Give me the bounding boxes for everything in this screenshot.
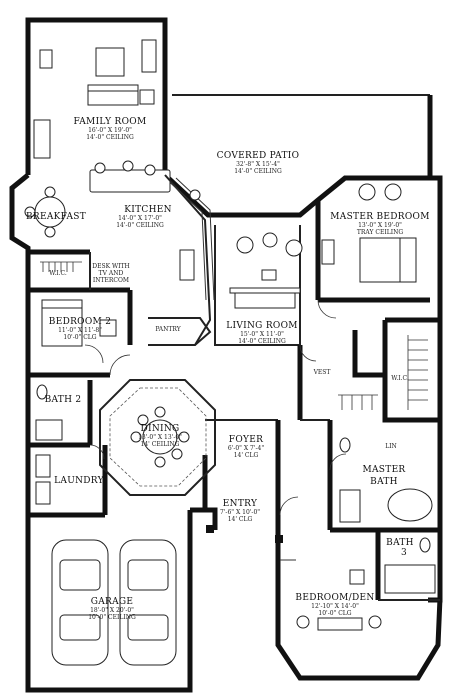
garage-cars [51, 539, 177, 666]
entry-dims: 7'-6" X 10'-0" [220, 509, 260, 516]
master-bedroom-ceiling: TRAY CEILING [357, 229, 403, 236]
bedroom-den-dims: 12'-10" X 14'-0" [311, 603, 359, 610]
room-labels: FAMILY ROOM 16'-0" X 19'-0" 14'-0" CEILI… [26, 117, 429, 621]
door-swings [84, 299, 347, 561]
dining-octagon [99, 379, 216, 496]
bath-fixtures [35, 384, 436, 594]
laundry-name: LAUNDRY [54, 476, 104, 486]
master-bedroom-name: MASTER BEDROOM [330, 212, 429, 222]
covered-patio-dims: 32'-8" X 15'-4" [236, 161, 280, 168]
breakfast-furniture [24, 186, 66, 238]
master-bath-name-2: BATH [370, 477, 398, 487]
master-bedroom-furniture [321, 183, 417, 283]
desk-label-3: INTERCOM [93, 277, 129, 284]
bedroom-den-furniture [296, 569, 382, 631]
wic-right-name: W.I.C. [391, 375, 409, 382]
kitchen-name: KITCHEN [124, 205, 172, 215]
garage-ceiling: 10'-0" CEILING [88, 614, 136, 621]
interior-walls [28, 169, 440, 601]
foyer-dims: 6'-0" X 7'-4" [228, 445, 264, 452]
lin-name: LIN [385, 443, 397, 450]
master-bedroom-dims: 13'-0" X 19'-0" [358, 222, 402, 229]
exterior-walls [9, 17, 443, 693]
family-room-dims: 16'-0" X 19'-0" [88, 127, 132, 134]
bedroom2-ceiling: 10'-0" CLG [63, 334, 96, 341]
kitchen-dims: 14'-0" X 17'-0" [118, 215, 162, 222]
family-room-ceiling: 14'-0" CEILING [86, 134, 134, 141]
wic-left-name: W.I.C. [49, 270, 67, 277]
bath3-number: 3 [401, 548, 407, 558]
bath3-name: BATH [386, 538, 414, 548]
bedroom2-furniture [41, 299, 117, 347]
living-room-name: LIVING ROOM [226, 321, 298, 331]
bedroom2-dims: 11'-0" X 11'-8" [58, 327, 102, 334]
bedroom-den-name: BEDROOM/DEN [295, 593, 374, 603]
living-room-furniture [229, 232, 303, 309]
family-room-furniture [33, 39, 157, 176]
entry-ceiling: 14' CLG [228, 516, 253, 523]
entry-name: ENTRY [223, 499, 258, 509]
desk-label: DESK WITH [92, 263, 129, 270]
covered-patio-name: COVERED PATIO [217, 151, 300, 161]
dining-dims: 13'-0" X 13'-0" [138, 434, 182, 441]
living-room-dims: 15'-0" X 11'-0" [240, 331, 284, 338]
foyer-name: FOYER [229, 435, 263, 445]
breakfast-name: BREAKFAST [26, 212, 86, 222]
bedroom-den-ceiling: 10'-0" CLG [318, 610, 351, 617]
desk-label-2: TV AND [99, 270, 124, 277]
closet-hatching [40, 261, 428, 410]
pantry-name: PANTRY [155, 326, 181, 333]
kitchen-ceiling: 14'-0" CEILING [116, 222, 164, 229]
foyer-ceiling: 14' CLG [234, 452, 259, 459]
garage-name: GARAGE [91, 597, 134, 607]
kitchen-counters [169, 177, 215, 301]
dining-ceiling: 14' CEILING [141, 441, 180, 448]
family-room-name: FAMILY ROOM [74, 117, 147, 127]
bath2-name: BATH 2 [45, 395, 82, 405]
dining-name: DINING [140, 424, 179, 434]
covered-patio-ceiling: 14'-0" CEILING [234, 168, 282, 175]
master-bath-name: MASTER [362, 465, 405, 475]
bedroom2-name: BEDROOM 2 [49, 317, 111, 327]
vest-name: VEST [313, 369, 331, 376]
garage-dims: 18'-0" X 20'-0" [90, 607, 134, 614]
living-room-ceiling: 14'-0" CEILING [238, 338, 286, 345]
